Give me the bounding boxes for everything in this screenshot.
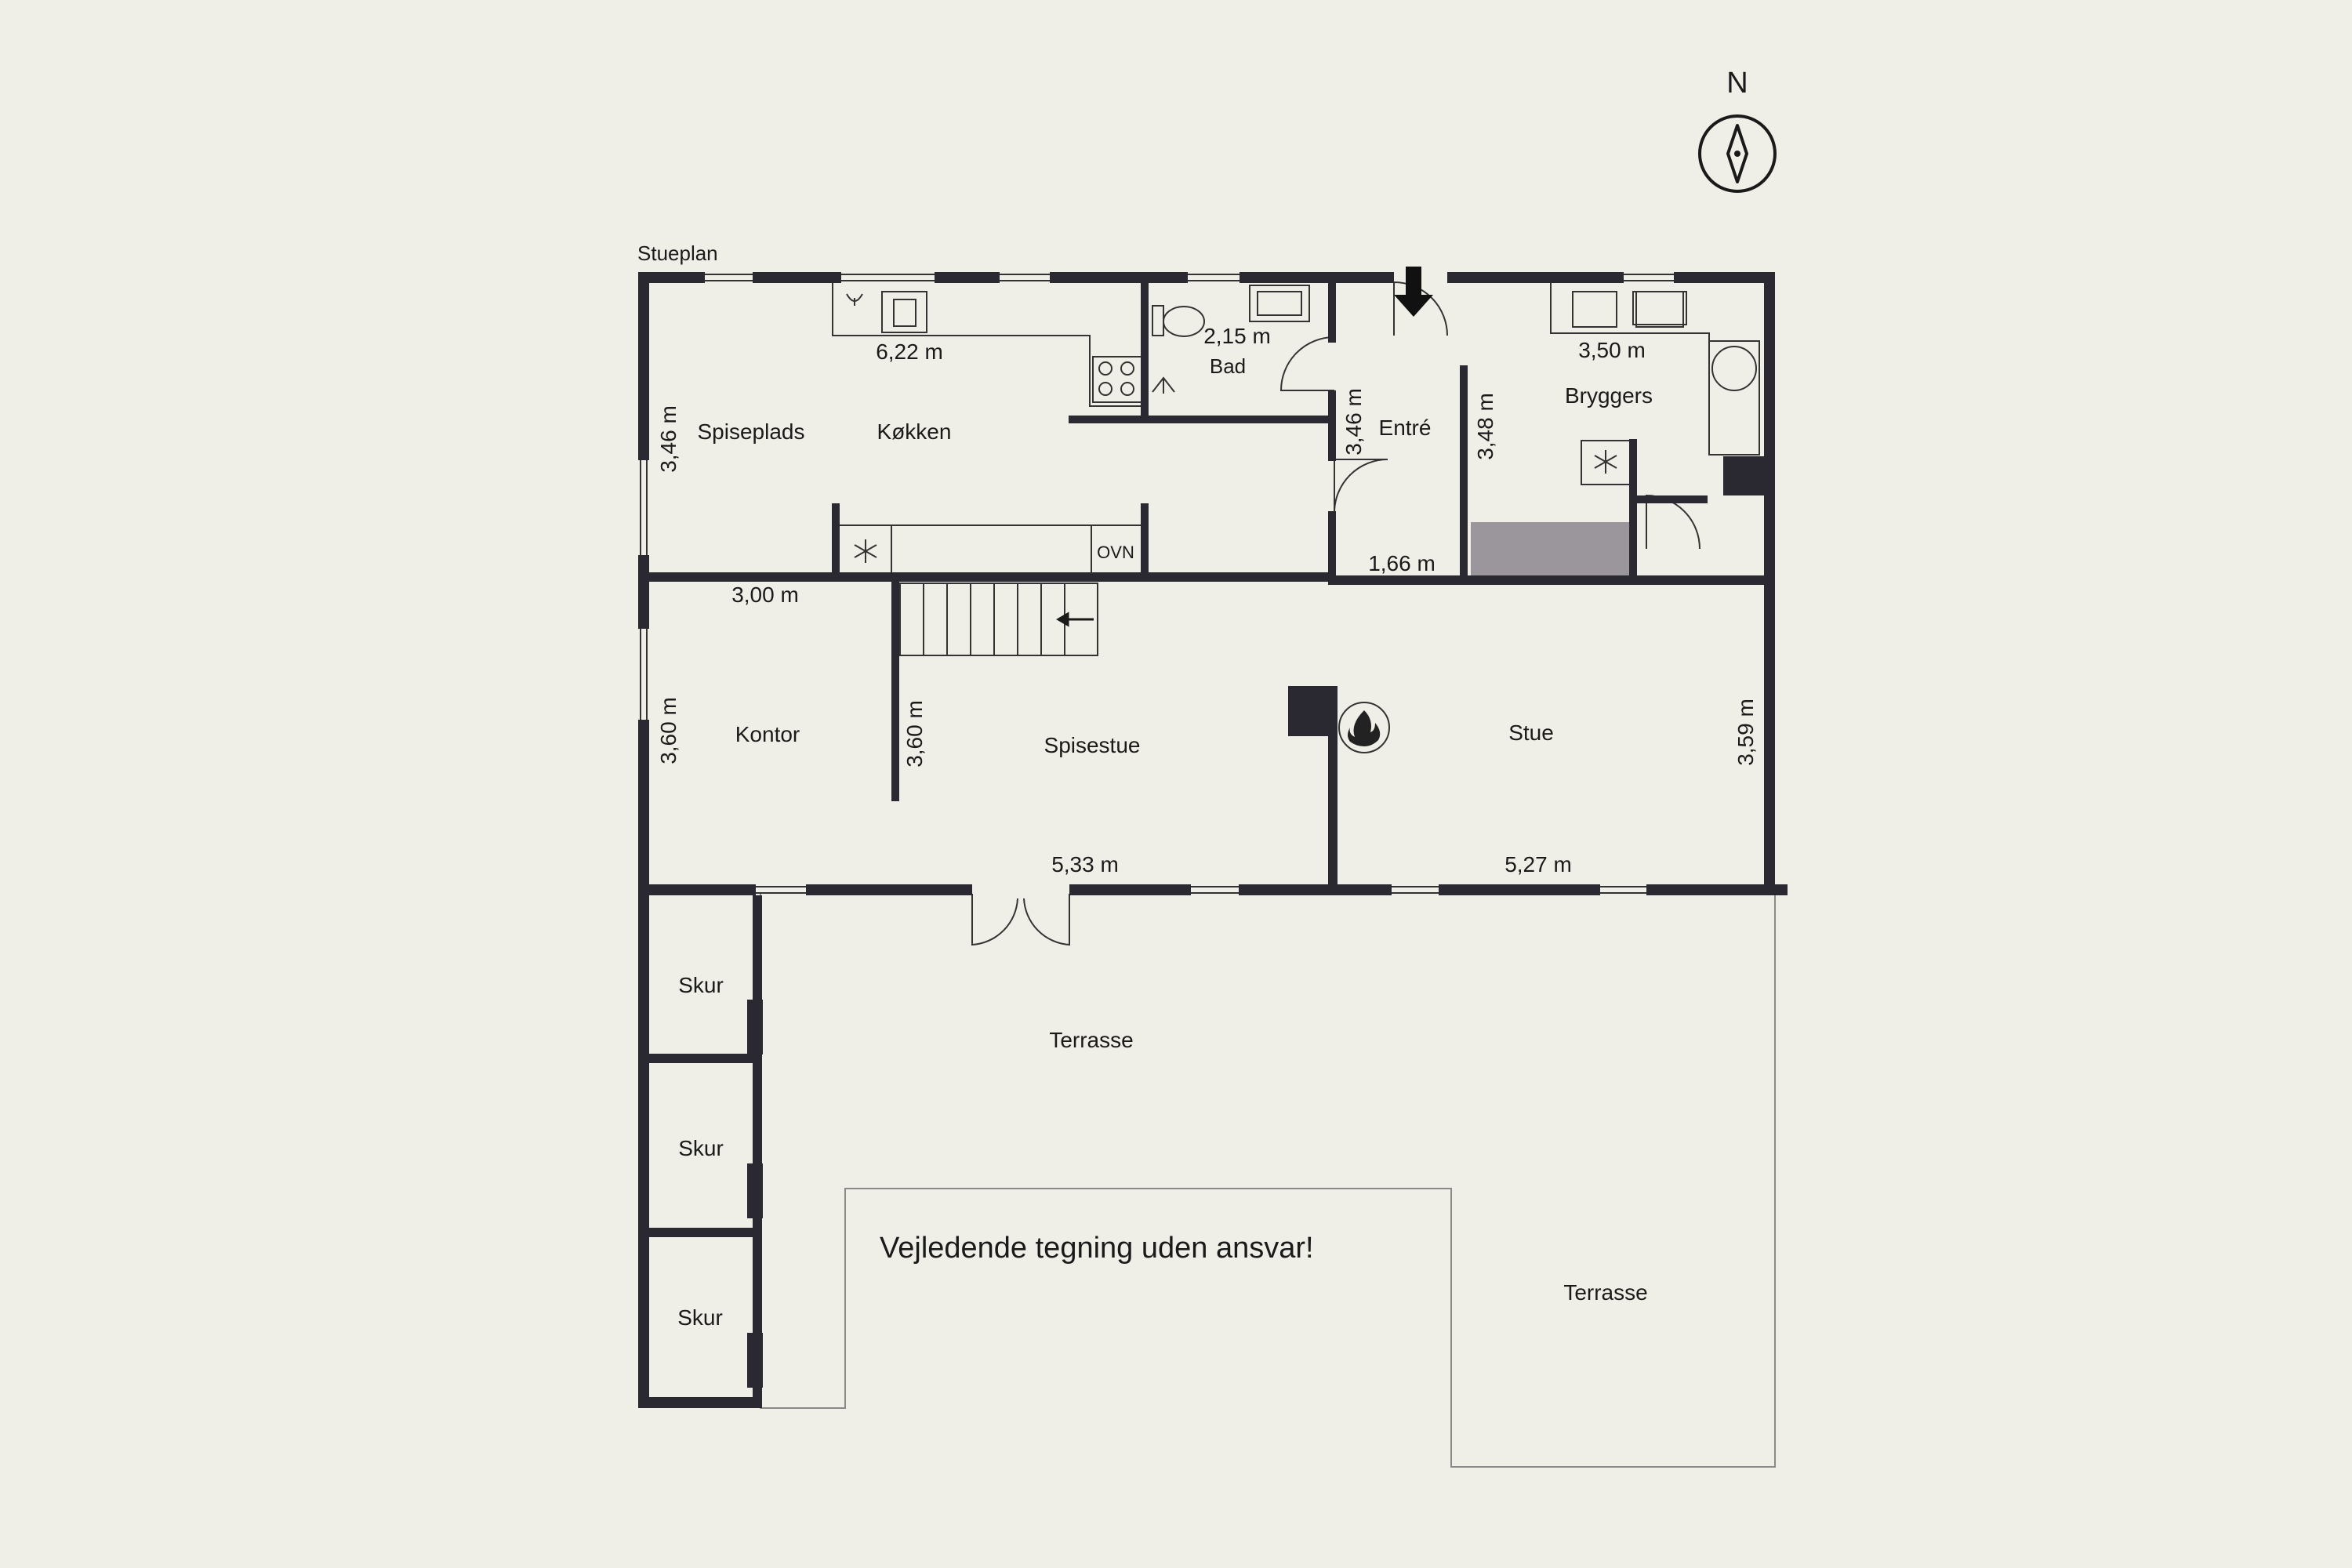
dim-spisestue-width: 5,33 m	[1051, 852, 1119, 877]
room-label-kontor: Kontor	[735, 722, 800, 746]
stair-arrow-icon	[1056, 612, 1094, 627]
dim-kontor-height: 3,60 m	[656, 697, 681, 764]
dim-kitchen-width: 6,22 m	[876, 339, 943, 364]
dim-bryggers-height: 3,48 m	[1473, 393, 1497, 460]
fireplace-icon	[1288, 686, 1390, 753]
dim-entre-height: 3,46 m	[1341, 388, 1366, 456]
dim-kitchen-height: 3,46 m	[656, 405, 681, 473]
compass-north-label: N	[1726, 67, 1748, 100]
room-label-entre: Entré	[1379, 416, 1432, 440]
freezer-icon	[854, 539, 877, 563]
dim-entre-width: 1,66 m	[1368, 551, 1436, 575]
dim-spisestue-height: 3,60 m	[902, 700, 927, 768]
room-label-terrasse-2: Terrasse	[1563, 1280, 1647, 1305]
oven-label: OVN	[1097, 543, 1134, 562]
walls	[638, 272, 1788, 1408]
compass-ring	[1698, 114, 1777, 193]
doors	[971, 281, 1700, 946]
plan-title: Stueplan	[637, 241, 718, 265]
dim-kontor-width: 3,00 m	[731, 583, 799, 607]
windows	[640, 274, 1674, 894]
room-label-terrasse-1: Terrasse	[1049, 1028, 1133, 1052]
utility-area	[1471, 522, 1631, 575]
compass: N	[1698, 67, 1777, 193]
room-label-kokken: Køkken	[877, 419, 952, 444]
freezer-icon-bryggers	[1594, 450, 1617, 474]
room-label-skur-3: Skur	[677, 1305, 723, 1330]
entrance-arrow-icon	[1394, 267, 1433, 317]
room-label-spisestue: Spisestue	[1044, 733, 1141, 757]
dim-stue-width: 5,27 m	[1504, 852, 1572, 877]
room-label-bryggers: Bryggers	[1565, 383, 1653, 408]
dim-bad-width: 2,15 m	[1203, 324, 1271, 348]
room-label-spiseplads: Spiseplads	[698, 419, 805, 444]
dim-stue-height: 3,59 m	[1733, 699, 1758, 766]
compass-needle-icon	[1726, 124, 1748, 183]
room-label-skur-2: Skur	[678, 1136, 724, 1160]
room-label-bad: Bad	[1210, 354, 1246, 378]
disclaimer-text: Vejledende tegning uden ansvar!	[880, 1232, 1314, 1265]
dim-bryggers-width: 3,50 m	[1578, 338, 1646, 362]
terrace-outlines	[760, 894, 1776, 1468]
room-label-skur-1: Skur	[678, 973, 724, 997]
room-label-stue: Stue	[1508, 720, 1554, 745]
